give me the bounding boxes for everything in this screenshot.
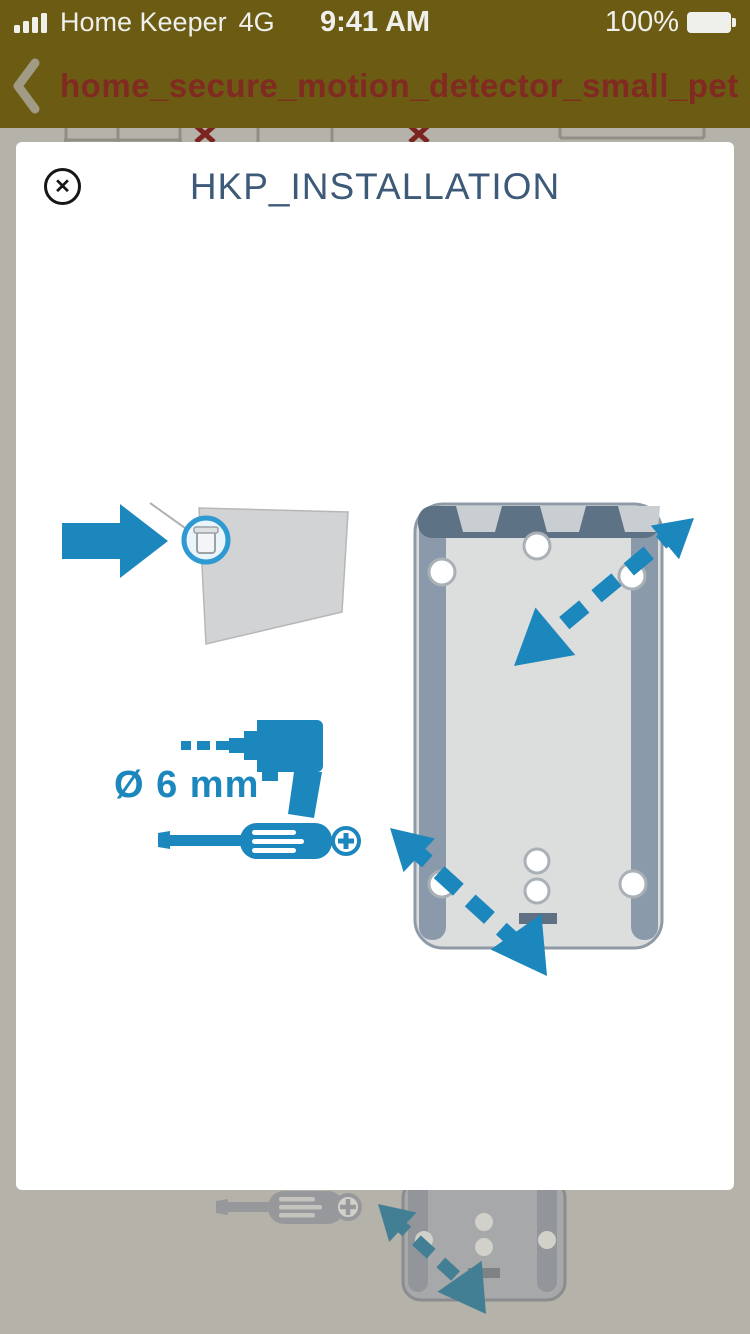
modal-title: HKP_INSTALLATION	[189, 166, 561, 207]
signal-strength-icon	[14, 12, 47, 33]
battery-percent-label: 100%	[604, 5, 679, 38]
back-button[interactable]	[0, 44, 52, 128]
point-arrow-icon	[62, 504, 168, 578]
status-bar: Home Keeper 4G 9:41 AM 100%	[0, 0, 750, 44]
carrier-label: Home Keeper	[60, 6, 227, 37]
dimmed-content-bottom	[0, 1190, 750, 1334]
installation-diagram	[62, 502, 694, 976]
installation-modal: ✕ HKP_INSTALLATION	[16, 142, 734, 1190]
dimmed-content-top	[0, 128, 750, 142]
drill-diameter-label: Ø 6 mm	[114, 764, 260, 806]
close-icon: ✕	[54, 176, 71, 198]
clock-label: 9:41 AM	[319, 5, 431, 38]
nav-bar: home_secure_motion_detector_small_pet	[0, 44, 750, 128]
screw-direction-arrow-top	[514, 518, 694, 666]
wall-anchor-icon	[181, 515, 231, 565]
screw-direction-arrow-bottom	[390, 828, 547, 976]
dimmed-screw-arrow-icon	[378, 1204, 486, 1314]
close-button[interactable]: ✕	[44, 168, 81, 205]
wall-illustration	[149, 502, 349, 645]
crossed-out-mark-icon	[194, 128, 430, 142]
mounting-plate	[413, 502, 664, 950]
dimmed-sketch-lines	[64, 128, 706, 142]
chevron-left-icon	[13, 58, 40, 114]
phillips-screw-icon	[331, 826, 361, 856]
battery-icon	[687, 11, 736, 33]
dimmed-phillips-icon	[334, 1193, 362, 1221]
drill-icon	[181, 720, 323, 818]
network-type-label: 4G	[238, 6, 275, 37]
dimmed-screwdriver-icon	[216, 1191, 344, 1224]
screwdriver-icon	[158, 823, 332, 859]
page-title: home_secure_motion_detector_small_pet	[60, 67, 739, 104]
